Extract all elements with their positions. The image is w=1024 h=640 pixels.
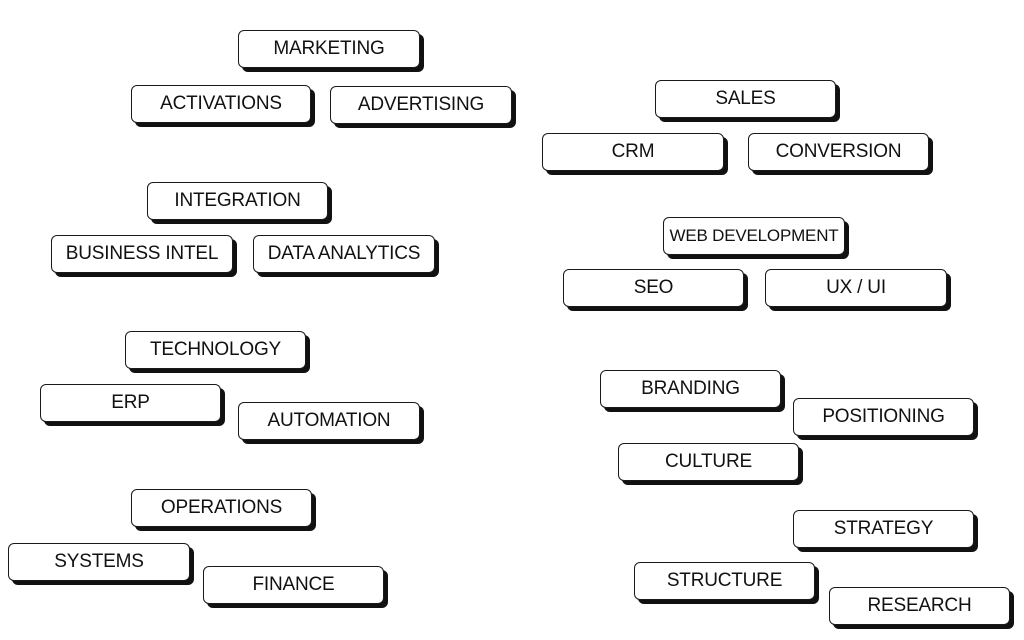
tag-technology[interactable]: TECHNOLOGY bbox=[125, 331, 306, 369]
tag-erp[interactable]: ERP bbox=[40, 384, 221, 422]
tag-crm[interactable]: CRM bbox=[542, 133, 724, 171]
tag-culture[interactable]: CULTURE bbox=[618, 443, 799, 481]
tag-structure[interactable]: STRUCTURE bbox=[634, 562, 815, 600]
tag-sales[interactable]: SALES bbox=[655, 80, 836, 118]
tag-branding[interactable]: BRANDING bbox=[600, 370, 781, 408]
tag-conversion[interactable]: CONVERSION bbox=[748, 133, 929, 171]
tag-web-development[interactable]: WEB DEVELOPMENT bbox=[663, 217, 845, 255]
tag-marketing[interactable]: MARKETING bbox=[238, 30, 420, 68]
tag-activations[interactable]: ACTIVATIONS bbox=[131, 85, 311, 123]
tag-finance[interactable]: FINANCE bbox=[203, 566, 384, 604]
tag-integration[interactable]: INTEGRATION bbox=[147, 182, 328, 220]
tag-automation[interactable]: AUTOMATION bbox=[238, 402, 420, 440]
tag-ux-ui[interactable]: UX / UI bbox=[765, 269, 947, 307]
tag-positioning[interactable]: POSITIONING bbox=[793, 398, 974, 436]
tag-systems[interactable]: SYSTEMS bbox=[8, 543, 190, 581]
tag-data-analytics[interactable]: DATA ANALYTICS bbox=[253, 235, 435, 273]
tag-strategy[interactable]: STRATEGY bbox=[793, 510, 974, 548]
tag-business-intel[interactable]: BUSINESS INTEL bbox=[51, 235, 233, 273]
tag-advertising[interactable]: ADVERTISING bbox=[330, 86, 512, 124]
tag-research[interactable]: RESEARCH bbox=[829, 587, 1010, 625]
tag-seo[interactable]: SEO bbox=[563, 269, 744, 307]
tag-operations[interactable]: OPERATIONS bbox=[131, 489, 312, 527]
